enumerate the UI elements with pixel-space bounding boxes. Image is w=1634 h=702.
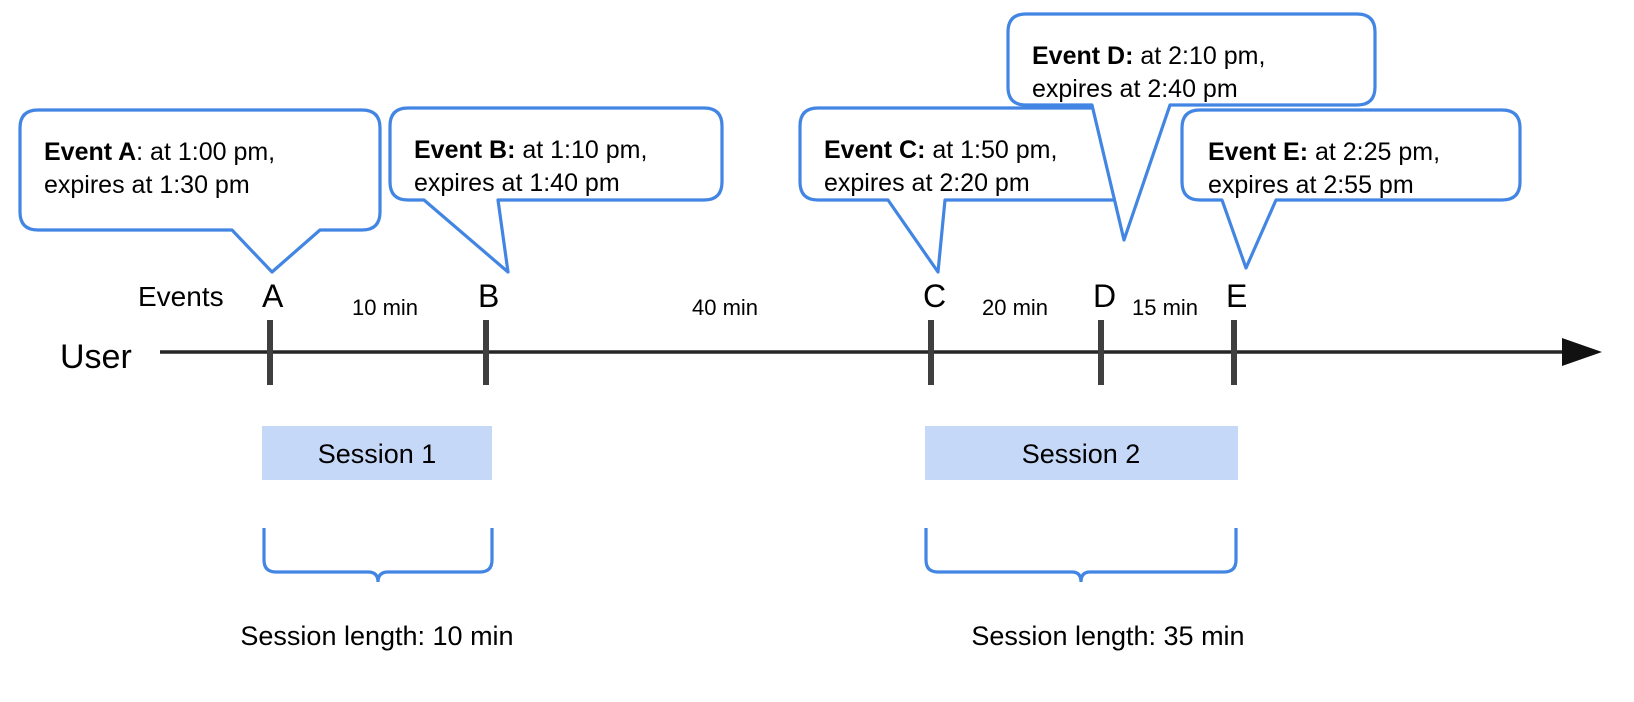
- callout-d-bubble: [1006, 12, 1377, 242]
- events-row-label: Events: [138, 281, 224, 312]
- callout-b-lead: Event B:: [414, 136, 515, 164]
- gap-label-bc: 40 min: [692, 295, 758, 320]
- callout-b-line2: expires at 1:40 pm: [414, 169, 620, 197]
- session-1-brace: [262, 528, 494, 583]
- callout-e-rest: at 2:25 pm,: [1308, 138, 1440, 166]
- session-1-block[interactable]: Session 1: [262, 426, 492, 480]
- tick-label-d: D: [1093, 278, 1116, 314]
- session-1-label: Session 1: [318, 439, 437, 469]
- session-2-label: Session 2: [1022, 439, 1141, 469]
- callout-c-rest: at 1:50 pm,: [925, 136, 1057, 164]
- session-1-length-label: Session length: 10 min: [240, 621, 513, 651]
- callout-e-line2: expires at 2:55 pm: [1208, 171, 1414, 199]
- callout-event-b[interactable]: Event B: at 1:10 pm, expires at 1:40 pm: [388, 106, 724, 274]
- tick-label-b: B: [478, 278, 499, 314]
- callout-e-lead: Event E:: [1208, 138, 1308, 166]
- session-2-brace: [924, 528, 1238, 583]
- callout-d-lead: Event D:: [1032, 42, 1133, 70]
- gap-label-cd: 20 min: [982, 295, 1048, 320]
- callout-a-lead: Event A: [44, 138, 136, 166]
- callout-e-line1: Event E: at 2:25 pm,: [1208, 138, 1440, 166]
- tick-label-c: C: [923, 278, 946, 314]
- callout-d-line2: expires at 2:40 pm: [1032, 75, 1238, 103]
- callout-a-bubble: [18, 108, 382, 274]
- tick-label-a: A: [262, 278, 284, 314]
- callout-d-line1: Event D: at 2:10 pm,: [1032, 42, 1265, 70]
- callout-b-line1: Event B: at 1:10 pm,: [414, 136, 647, 164]
- tick-label-e: E: [1226, 278, 1247, 314]
- session-2-rect: [925, 426, 1238, 480]
- callout-a-line1: Event A: at 1:00 pm,: [44, 138, 275, 166]
- callout-event-c[interactable]: Event C: at 1:50 pm, expires at 2:20 pm: [798, 106, 1137, 274]
- callout-a-rest: at 1:00 pm,: [143, 138, 275, 166]
- callout-a-sep: :: [136, 138, 143, 166]
- callout-c-lead: Event C:: [824, 136, 925, 164]
- callout-b-bubble: [388, 106, 724, 274]
- timeline-arrowhead: [1562, 338, 1602, 366]
- session-2-block[interactable]: Session 2: [925, 426, 1238, 480]
- callout-event-a[interactable]: Event A: at 1:00 pm, expires at 1:30 pm: [18, 108, 382, 274]
- callout-c-line2: expires at 2:20 pm: [824, 169, 1030, 197]
- callout-d-rest: at 2:10 pm,: [1133, 42, 1265, 70]
- callout-a-line2: expires at 1:30 pm: [44, 171, 250, 199]
- session-2-length-label: Session length: 35 min: [971, 621, 1244, 651]
- callout-event-e[interactable]: Event E: at 2:25 pm, expires at 2:55 pm: [1180, 108, 1522, 270]
- callout-e-bubble: [1180, 108, 1522, 270]
- user-row-label: User: [60, 338, 132, 376]
- callout-b-rest: at 1:10 pm,: [515, 136, 647, 164]
- session-1-rect: [262, 426, 492, 480]
- gap-label-ab: 10 min: [352, 295, 418, 320]
- callout-event-d[interactable]: Event D: at 2:10 pm, expires at 2:40 pm: [1006, 12, 1377, 242]
- callout-c-line1: Event C: at 1:50 pm,: [824, 136, 1057, 164]
- gap-label-de: 15 min: [1132, 295, 1198, 320]
